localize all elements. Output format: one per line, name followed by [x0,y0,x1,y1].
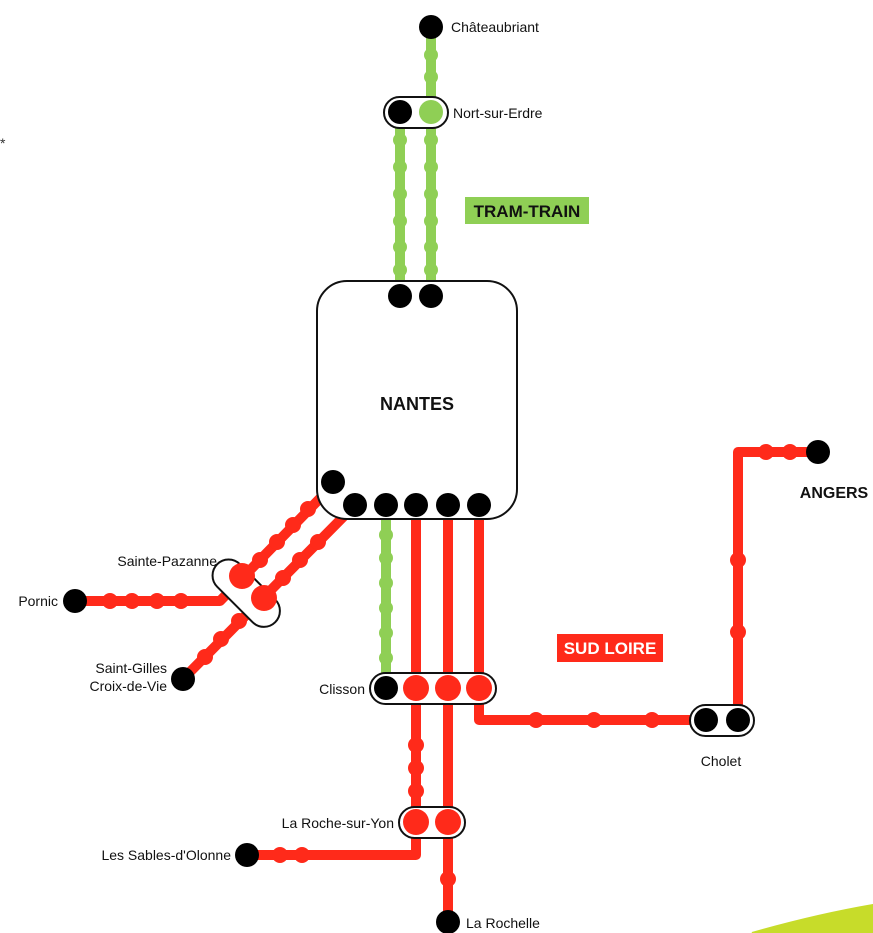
station-label-saint-gilles-1: Saint-Gilles [95,660,167,676]
corner-mark: * [0,135,6,151]
sud-loire-stop-dot-3 [173,593,189,609]
tram-stop-dot-9 [393,160,407,174]
tram-stop-dot-18 [379,626,393,640]
station-sainte-pazanne[interactable]: Sainte-Pazanne [117,553,286,634]
sud-loire-intermediate-stops [102,444,798,887]
sud-loire-stop-dot-15 [408,760,424,776]
tram-stop-dot-14 [379,528,393,542]
sud-loire-stop-dot-10 [231,613,247,629]
station-chateaubriant[interactable]: Châteaubriant [419,15,539,39]
sud-loire-stop-dot-7 [300,501,316,517]
station-label-cholet: Cholet [701,753,742,769]
station-la-roche-sur-yon[interactable]: La Roche-sur-Yon [282,806,466,839]
sud-loire-stop-dot-23 [730,552,746,568]
tram-stop-dot-13 [393,263,407,277]
tram-stop-dot-15 [379,551,393,565]
station-nort-sur-erdre[interactable]: Nort-sur-Erdre [383,96,543,129]
station-saint-gilles-croix-de-vie[interactable]: Saint-Gilles Croix-de-Vie [89,660,195,694]
region-label-sud-loire-text: SUD LOIRE [564,639,657,658]
sud-loire-stop-dot-17 [272,847,288,863]
sud-loire-stop-dot-16 [408,783,424,799]
line-nantes-pornic[interactable] [70,480,338,606]
tram-stop-dot-4 [424,187,438,201]
station-label-clisson: Clisson [319,681,365,697]
sud-loire-stop-dot-1 [124,593,140,609]
station-label-pornic: Pornic [18,593,58,609]
tram-stop-dot-19 [379,651,393,665]
sud-loire-stop-dot-22 [644,712,660,728]
sud-loire-stop-dot-26 [782,444,798,460]
tram-stop-dot-17 [379,601,393,615]
sud-loire-stop-dot-21 [586,712,602,728]
station-label-les-sables: Les Sables-d'Olonne [101,847,231,863]
tram-stop-dot-2 [424,133,438,147]
hub-platform-dots [321,284,491,517]
station-les-sables-d-olonne[interactable]: Les Sables-d'Olonne [101,843,259,867]
station-label-nort-sur-erdre: Nort-sur-Erdre [453,105,543,121]
station-cholet[interactable]: Cholet [689,704,755,769]
sud-loire-stop-dot-24 [730,624,746,640]
tram-stop-dot-8 [393,133,407,147]
nantes-hub-box[interactable] [316,280,518,520]
tram-stop-dot-16 [379,576,393,590]
line-nantes-cholet-angers[interactable] [474,447,823,725]
sud-loire-stop-dot-9 [213,631,229,647]
hub-name: NANTES [380,394,454,414]
sud-loire-stop-dot-19 [440,871,456,887]
sud-loire-stop-dot-13 [310,534,326,550]
sud-loire-stop-dot-2 [149,593,165,609]
region-label-sud-loire: SUD LOIRE [557,634,663,662]
sud-loire-stop-dot-6 [285,517,301,533]
region-label-tram-train-text: TRAM-TRAIN [474,202,581,221]
station-angers[interactable]: ANGERS [800,440,869,502]
station-clisson[interactable]: Clisson [319,672,497,705]
tram-stop-dot-10 [393,187,407,201]
station-label-la-rochelle: La Rochelle [466,915,540,931]
tram-stop-dot-12 [393,240,407,254]
sud-loire-stop-dot-14 [408,737,424,753]
sud-loire-stop-dot-8 [197,649,213,665]
tram-stop-dot-6 [424,240,438,254]
station-label-sainte-pazanne: Sainte-Pazanne [117,553,217,569]
sud-loire-stop-dot-11 [275,570,291,586]
station-label-la-roche-sur-yon: La Roche-sur-Yon [282,815,394,831]
tram-stop-dot-1 [424,70,438,84]
sud-loire-stop-dot-12 [292,552,308,568]
sud-loire-stop-dot-18 [294,847,310,863]
tram-stop-dot-11 [393,214,407,228]
tram-train-lines [379,22,438,693]
region-label-tram-train: TRAM-TRAIN [465,197,589,224]
sud-loire-stop-dot-20 [528,712,544,728]
tram-intermediate-stops [379,48,438,665]
tram-stop-dot-3 [424,160,438,174]
station-label-angers: ANGERS [800,485,869,502]
tram-stop-dot-0 [424,48,438,62]
sud-loire-stop-dot-4 [252,552,268,568]
sud-loire-stop-dot-0 [102,593,118,609]
sud-loire-stop-dot-25 [758,444,774,460]
corner-accent-stroke [751,903,873,933]
station-label-chateaubriant: Châteaubriant [451,19,539,35]
station-pornic[interactable]: Pornic [18,589,87,613]
station-label-saint-gilles-2: Croix-de-Vie [89,678,167,694]
tram-stop-dot-7 [424,263,438,277]
tram-stop-dot-5 [424,214,438,228]
sud-loire-stop-dot-5 [269,534,285,550]
station-la-rochelle[interactable]: La Rochelle [436,910,540,933]
